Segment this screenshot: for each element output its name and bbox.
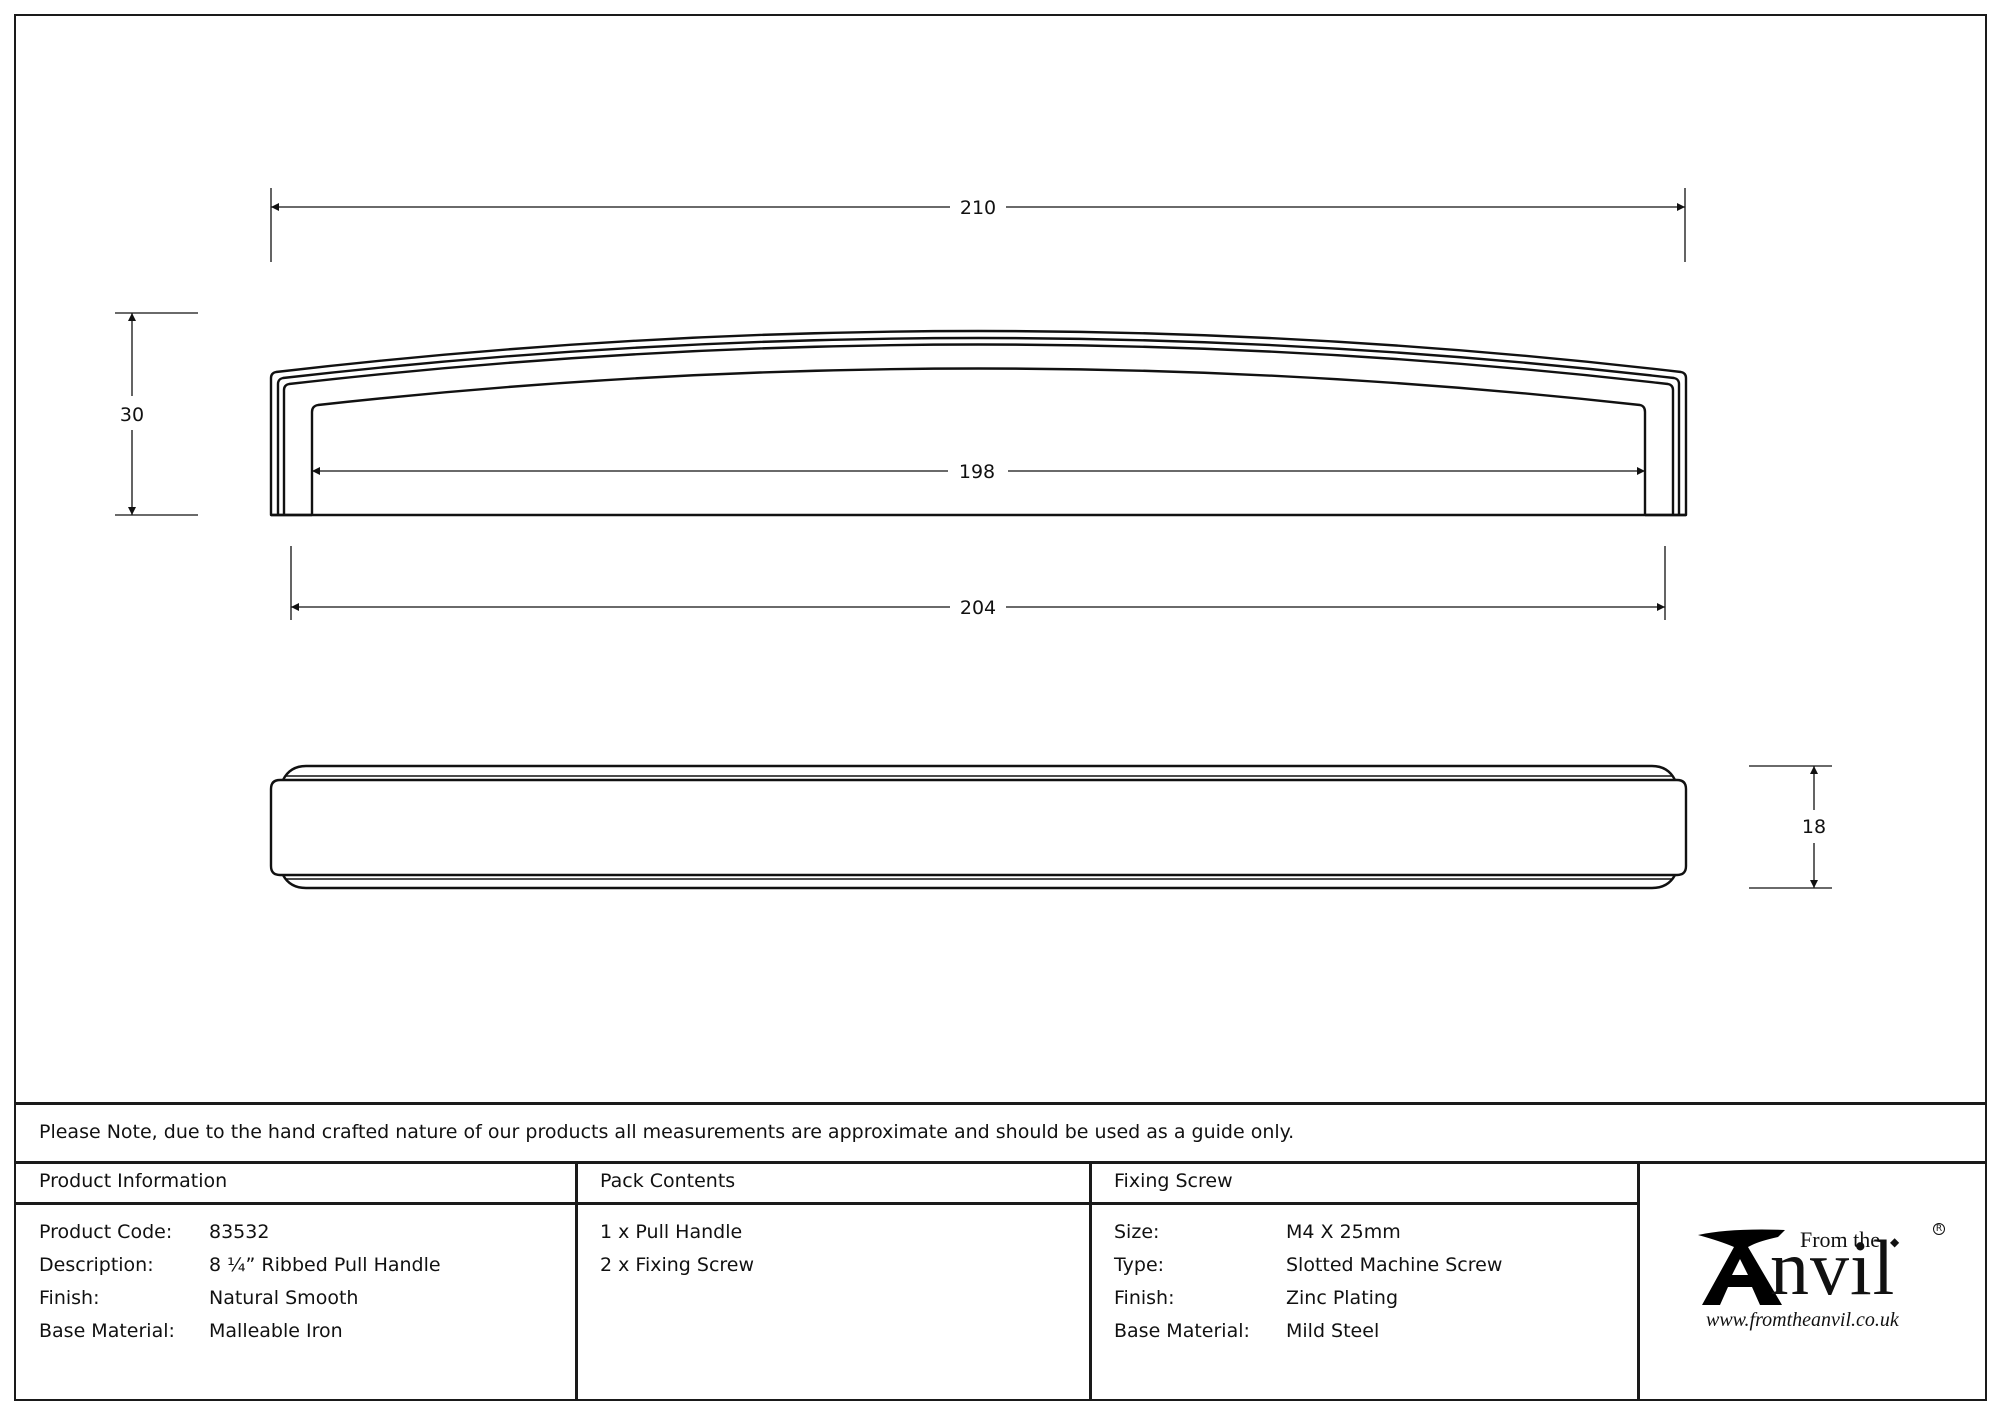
row-label: Finish: — [39, 1287, 100, 1309]
row-label: Type: — [1114, 1254, 1165, 1276]
dimension-30 — [115, 312, 198, 516]
row-value: 83532 — [209, 1221, 270, 1243]
row-value: Natural Smooth — [209, 1287, 359, 1309]
column-divider-3 — [1637, 1161, 1640, 1399]
pack-item: 2 x Fixing Screw — [600, 1254, 755, 1276]
info-top-divider — [14, 1161, 1985, 1164]
dimension-210 — [270, 188, 1686, 262]
product-information-title: Product Information — [39, 1170, 228, 1192]
dimension-18 — [1749, 765, 1832, 889]
row-label: Size: — [1114, 1221, 1160, 1243]
logo-url: www.fromtheanvil.co.uk — [1706, 1309, 1899, 1331]
dimension-30-label: 30 — [120, 404, 144, 426]
row-label: Base Material: — [1114, 1320, 1250, 1342]
dimension-204-label: 204 — [960, 597, 996, 619]
diamond-icon: ◆ — [1890, 1235, 1900, 1249]
row-value: Mild Steel — [1286, 1320, 1380, 1342]
row-label: Finish: — [1114, 1287, 1175, 1309]
dimension-204 — [290, 546, 1666, 620]
row-value: 8 ¼” Ribbed Pull Handle — [209, 1254, 441, 1276]
pack-contents-title: Pack Contents — [600, 1170, 736, 1192]
logo-from-the-text: From the — [1800, 1227, 1881, 1252]
column-divider-1 — [575, 1161, 578, 1399]
from-the-anvil-logo: From the ◆ nvil R www.fromtheanvil.co.uk — [1690, 1223, 1945, 1335]
fixing-screw-title: Fixing Screw — [1114, 1170, 1233, 1192]
row-value: Zinc Plating — [1286, 1287, 1399, 1309]
info-header-divider — [14, 1202, 1639, 1205]
anvil-icon — [1698, 1229, 1785, 1305]
row-label: Description: — [39, 1254, 154, 1276]
drawing-frame — [14, 14, 1987, 1401]
row-value: Slotted Machine Screw — [1286, 1254, 1503, 1276]
row-value: Malleable Iron — [209, 1320, 343, 1342]
row-label: Product Code: — [39, 1221, 173, 1243]
handle-side-view — [269, 764, 1688, 890]
dimension-198-label: 198 — [959, 461, 995, 483]
technical-drawing: 210 30 198 204 — [115, 188, 1832, 890]
logo-brand-text: nvil — [1770, 1224, 1896, 1311]
handle-front-view — [269, 329, 1688, 517]
dimension-18-label: 18 — [1802, 816, 1826, 838]
pack-item: 1 x Pull Handle — [600, 1221, 743, 1243]
column-divider-2 — [1089, 1161, 1092, 1399]
note-top-divider — [14, 1102, 1985, 1105]
registered-mark-icon: R — [1933, 1223, 1945, 1235]
dimension-210-label: 210 — [960, 197, 996, 219]
measurement-note: Please Note, due to the hand crafted nat… — [39, 1121, 1295, 1143]
row-label: Base Material: — [39, 1320, 175, 1342]
row-value: M4 X 25mm — [1286, 1221, 1401, 1243]
